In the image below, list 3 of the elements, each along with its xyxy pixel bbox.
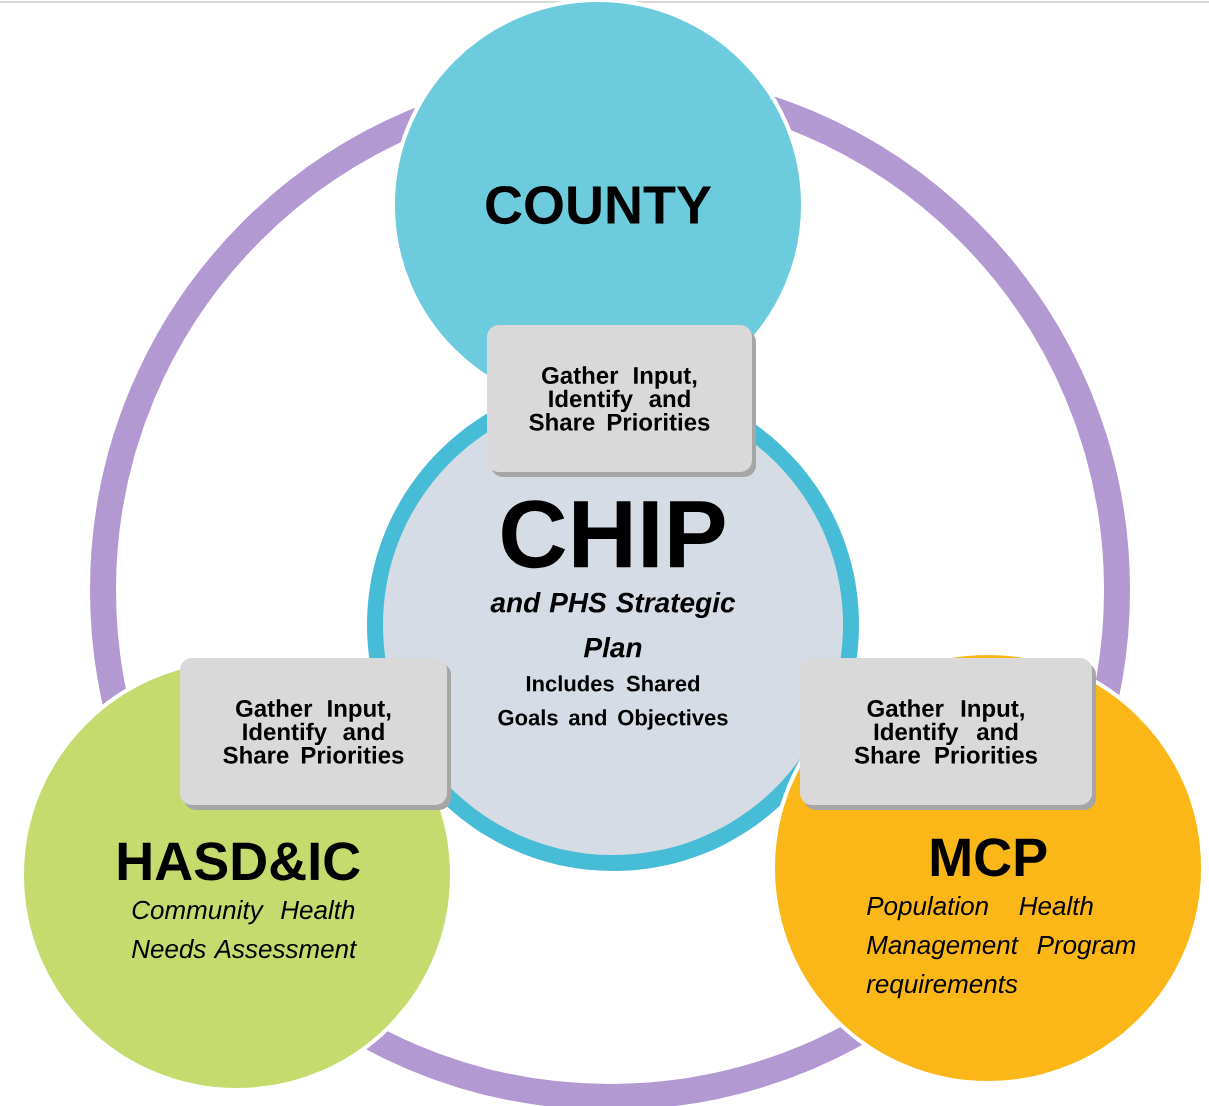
priorities-box: Gather Input, Identify and Share Priorities <box>180 658 451 810</box>
priorities-box: Gather Input, Identify and Share Priorities <box>800 658 1096 810</box>
priorities-box: Gather Input, Identify and Share Priorities <box>487 325 756 477</box>
